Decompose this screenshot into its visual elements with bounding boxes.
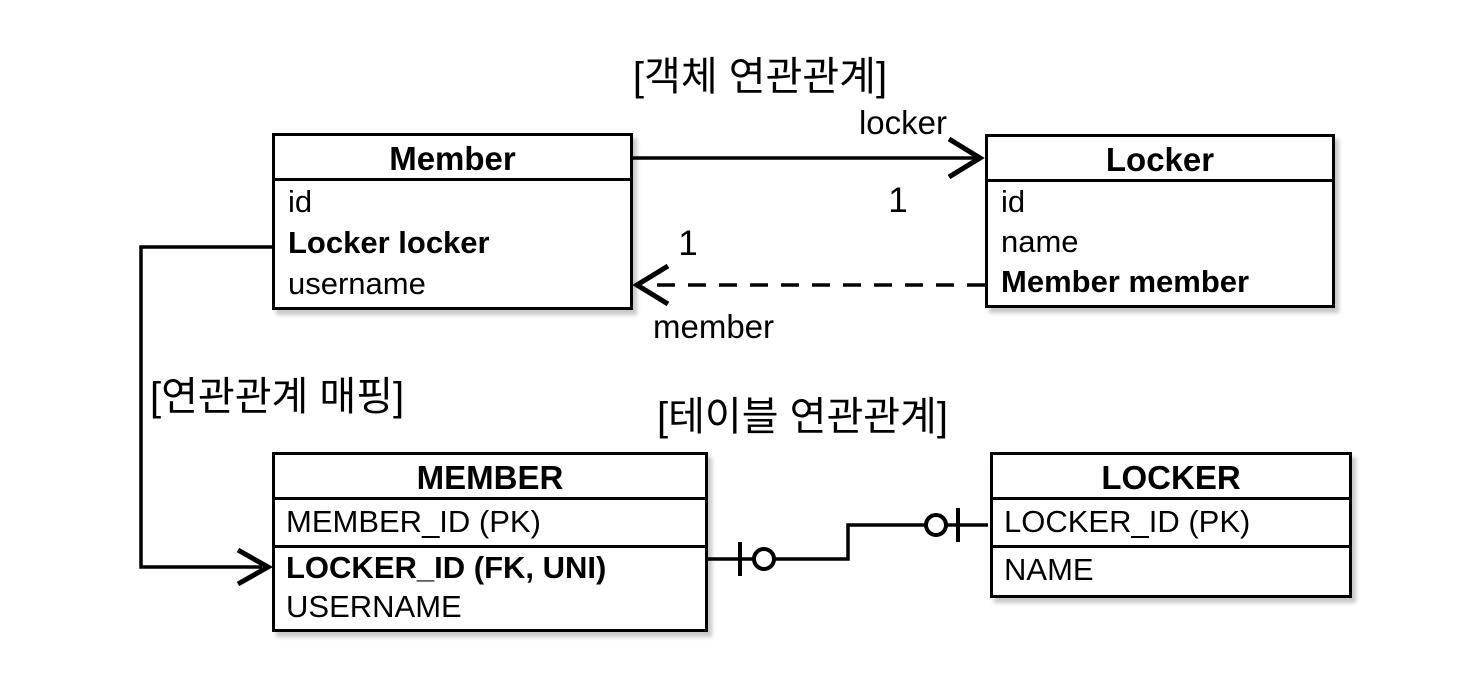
member-class-box: Member id Locker locker username — [272, 133, 633, 310]
locker-table-box: LOCKER LOCKER_ID (PK) NAME — [990, 452, 1352, 598]
cardinality-zero-circle-locker-side-icon — [924, 513, 948, 537]
label-multiplicity-member-side: 1 — [678, 224, 698, 263]
locker-field-name: name — [1001, 224, 1079, 259]
object-reference-arrowhead-icon — [632, 263, 670, 307]
label-object-association: [객체 연관관계] — [632, 55, 888, 99]
member-table-row-username: USERNAME — [286, 589, 462, 624]
label-association-mapping: [연관관계 매핑] — [150, 375, 405, 419]
locker-table-row-pk: LOCKER_ID (PK) — [993, 500, 1349, 548]
locker-field-member: Member member — [1001, 264, 1250, 299]
mapping-arrowhead-icon — [236, 547, 274, 587]
member-field-locker: Locker locker — [288, 225, 490, 260]
locker-table-title: LOCKER — [993, 455, 1349, 500]
locker-field-id: id — [1001, 184, 1026, 219]
locker-class-box: Locker id name Member member — [985, 134, 1335, 308]
member-class-title: Member — [275, 136, 630, 181]
locker-table-row-name: NAME — [1004, 552, 1094, 587]
label-member-role: member — [653, 308, 775, 345]
table-relation-line — [708, 523, 988, 561]
member-table-title: MEMBER — [275, 455, 705, 500]
object-association-arrowhead-icon — [947, 136, 985, 180]
label-multiplicity-locker-side: 1 — [888, 181, 908, 220]
member-field-id: id — [288, 184, 313, 219]
label-table-association: [테이블 연관관계] — [657, 395, 948, 439]
member-table-box: MEMBER MEMBER_ID (PK) LOCKER_ID (FK, UNI… — [272, 452, 708, 632]
member-table-row-pk: MEMBER_ID (PK) — [275, 500, 705, 548]
locker-class-title: Locker — [988, 137, 1332, 182]
label-locker-role: locker — [858, 104, 947, 141]
cardinality-zero-circle-member-side-icon — [752, 547, 776, 571]
member-field-username: username — [288, 266, 426, 301]
member-table-row-fk: LOCKER_ID (FK, UNI) — [286, 550, 607, 585]
